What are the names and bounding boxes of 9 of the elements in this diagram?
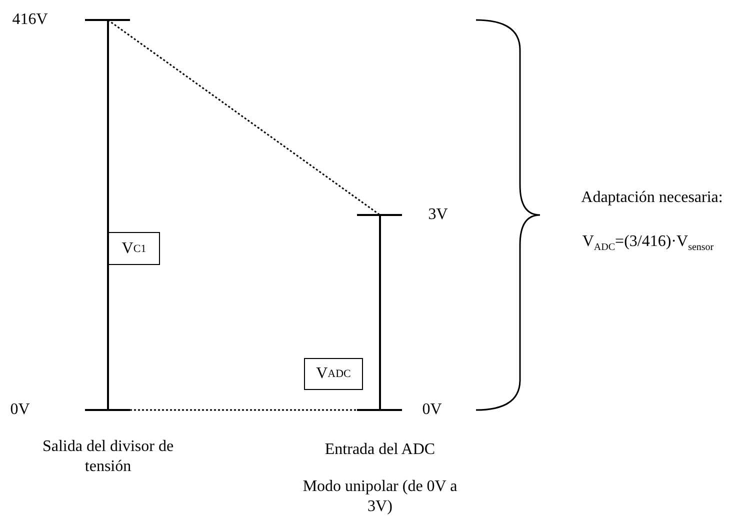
value-label: 0V xyxy=(9,400,31,420)
note-text: Adaptación necesaria: xyxy=(580,188,724,208)
axis-caption: Salida del divisor de tensión xyxy=(41,437,175,477)
formula-text: V$_{ADC}$=(3/416)·V$_{sensor}$ xyxy=(581,232,715,256)
value-label: 416V xyxy=(11,10,49,30)
axis-caption: Entrada del ADC xyxy=(324,440,436,460)
axis-caption: Modo unipolar (de 0V a 3V) xyxy=(302,477,458,517)
value-label: 3V xyxy=(427,205,449,225)
value-label: 0V xyxy=(421,400,443,420)
